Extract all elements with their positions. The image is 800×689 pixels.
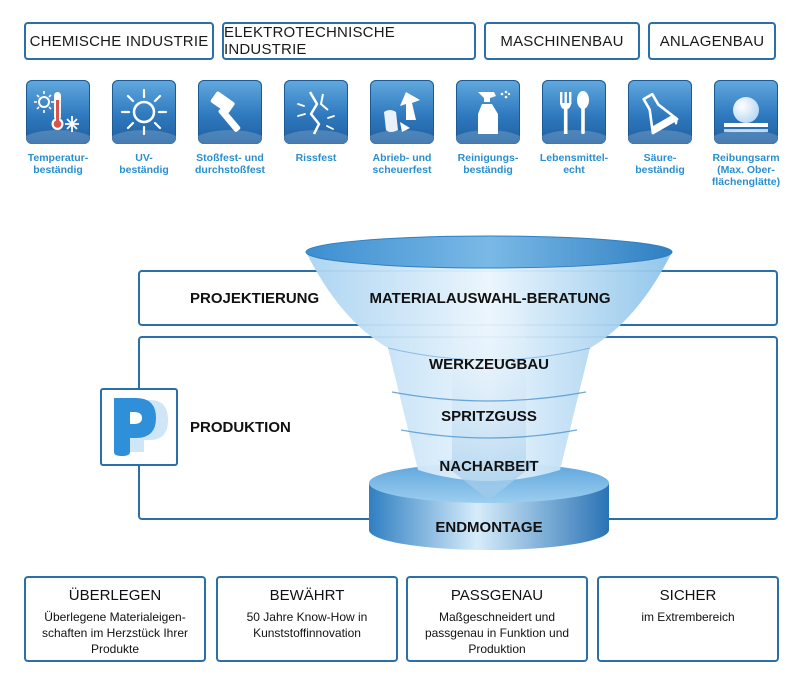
property-label: Lebensmittel- echt xyxy=(539,152,609,176)
property-abrasion: Abrieb- und scheuerfest xyxy=(367,80,437,176)
property-label: Säure- beständig xyxy=(635,152,685,176)
benefit-text: Überlegene Materialeigen- schaften im He… xyxy=(41,610,189,656)
benefit-title: ÜBERLEGEN xyxy=(68,587,162,604)
hammer-icon xyxy=(210,91,241,132)
property-acid: Säure- beständig xyxy=(625,80,695,176)
thermometer-sun-snowflake-icon xyxy=(34,91,79,132)
property-label: Abrieb- und scheuerfest xyxy=(372,152,432,176)
benefit-title: SICHER xyxy=(659,587,717,604)
spray-bottle-icon xyxy=(478,90,511,134)
funnel-top xyxy=(306,236,672,268)
benefit-bewaehrt: BEWÄHRT 50 Jahre Know-How in Kunststoffi… xyxy=(216,576,398,662)
property-label: Rissfest xyxy=(295,152,337,164)
property-label: UV- beständig xyxy=(119,152,169,176)
property-impact: Stoßfest- und durchstoßfest xyxy=(195,80,265,176)
smooth-sphere-icon xyxy=(724,97,768,132)
funnel-arrow xyxy=(438,280,540,500)
property-label: Reinigungs- beständig xyxy=(457,152,519,176)
sun-icon xyxy=(120,88,168,136)
benefit-sicher: SICHER im Extrembereich xyxy=(597,576,779,662)
property-uv: UV- beständig xyxy=(109,80,179,176)
property-crack: Rissfest xyxy=(281,80,351,164)
crack-icon xyxy=(297,91,335,135)
abrasion-arrows-icon xyxy=(384,92,420,132)
flask-drop-icon xyxy=(642,92,679,135)
benefit-ueberlegen: ÜBERLEGEN Überlegene Materialeigen- scha… xyxy=(24,576,206,662)
industry-electrotechnical: ELEKTROTECHNISCHE INDUSTRIE xyxy=(222,22,476,60)
logo-p-icon xyxy=(114,398,168,456)
step-werkzeugbau: WERKZEUGBAU xyxy=(429,356,549,373)
property-low-friction: Reibungsarm (Max. Ober- flächenglätte) xyxy=(711,80,781,188)
phase-projektierung: PROJEKTIERUNG xyxy=(190,290,320,307)
step-nacharbeit: NACHARBEIT xyxy=(439,458,539,475)
property-label: Reibungsarm (Max. Ober- flächenglätte) xyxy=(711,152,781,188)
fork-spoon-icon xyxy=(560,91,589,134)
property-temperature: Temperatur- beständig xyxy=(23,80,93,176)
company-logo xyxy=(100,388,178,466)
property-label: Stoßfest- und durchstoßfest xyxy=(195,152,266,176)
phase-produktion: PRODUKTION xyxy=(190,419,291,436)
step-spritzguss: SPRITZGUSS xyxy=(441,408,537,425)
property-food-safe: Lebensmittel- echt xyxy=(539,80,609,176)
benefit-passgenau: PASSGENAU Maßgeschneidert und passgenau … xyxy=(406,576,588,662)
benefit-title: BEWÄHRT xyxy=(269,587,345,604)
step-endmontage: ENDMONTAGE xyxy=(435,519,543,536)
industry-mechanical-engineering: MASCHINENBAU xyxy=(484,22,640,60)
benefit-text: Maßgeschneidert und passgenau in Funktio… xyxy=(424,610,570,656)
benefit-text: 50 Jahre Know-How in Kunststoffinnovatio… xyxy=(246,610,368,640)
industry-chemical: CHEMISCHE INDUSTRIE xyxy=(24,22,214,60)
industry-plant-engineering: ANLAGENBAU xyxy=(648,22,776,60)
benefit-text: im Extrembereich xyxy=(641,610,735,624)
property-cleaning: Reinigungs- beständig xyxy=(453,80,523,176)
property-label: Temperatur- beständig xyxy=(27,152,89,176)
benefit-title: PASSGENAU xyxy=(450,587,544,604)
step-materialauswahl: MATERIALAUSWAHL-BERATUNG xyxy=(369,290,611,307)
